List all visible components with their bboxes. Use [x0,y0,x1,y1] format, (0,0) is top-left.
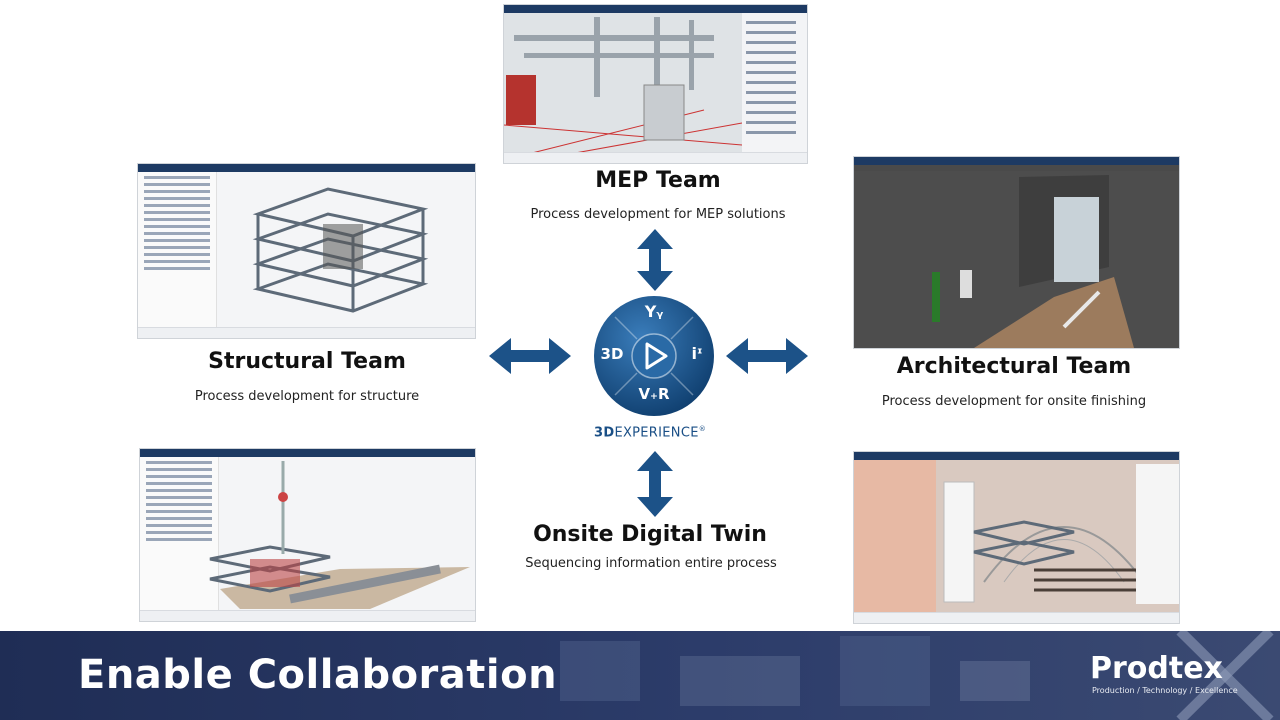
compass-bottom-label: V₊R [638,385,670,403]
architectural-team-title: Architectural Team [896,354,1132,379]
compass-top-label: Yᵧ [644,302,664,321]
prodtex-logo: Prodtex [1090,651,1223,686]
x-mark-icon [1176,631,1274,720]
structural-screenshot [137,163,476,339]
double-arrow-right-icon [726,338,808,374]
compass-right-label: iᶦ [691,344,703,363]
architectural-team-subtitle: Process development for onsite finishing [881,394,1147,409]
double-arrow-down-icon [637,451,673,517]
double-arrow-up-icon [637,229,673,291]
onsite-right-screenshot [853,451,1180,624]
3dexperience-wordmark: 3DEXPERIENCE® [594,425,706,440]
mep-team-title: MEP Team [595,168,721,193]
wordmark-rest: EXPERIENCE [614,425,699,441]
structural-team-title: Structural Team [208,349,406,374]
mep-team-subtitle: Process development for MEP solutions [530,207,786,222]
onsite-team-subtitle: Sequencing information entire process [525,556,777,571]
architectural-screenshot [853,156,1180,349]
double-arrow-left-icon [489,338,571,374]
onsite-team-title: Onsite Digital Twin [533,522,767,547]
3dexperience-compass-icon [594,296,714,416]
wordmark-registered: ® [698,425,707,433]
footer-band [0,631,1280,720]
prodtex-tagline: Production / Technology / Excellence [1092,686,1238,695]
onsite-left-screenshot [139,448,476,622]
structural-team-subtitle: Process development for structure [194,389,420,404]
wordmark-bold: 3D [594,425,615,441]
mep-screenshot [503,4,808,164]
compass-left-label: 3D [600,345,624,363]
footer-title: Enable Collaboration [78,652,558,698]
